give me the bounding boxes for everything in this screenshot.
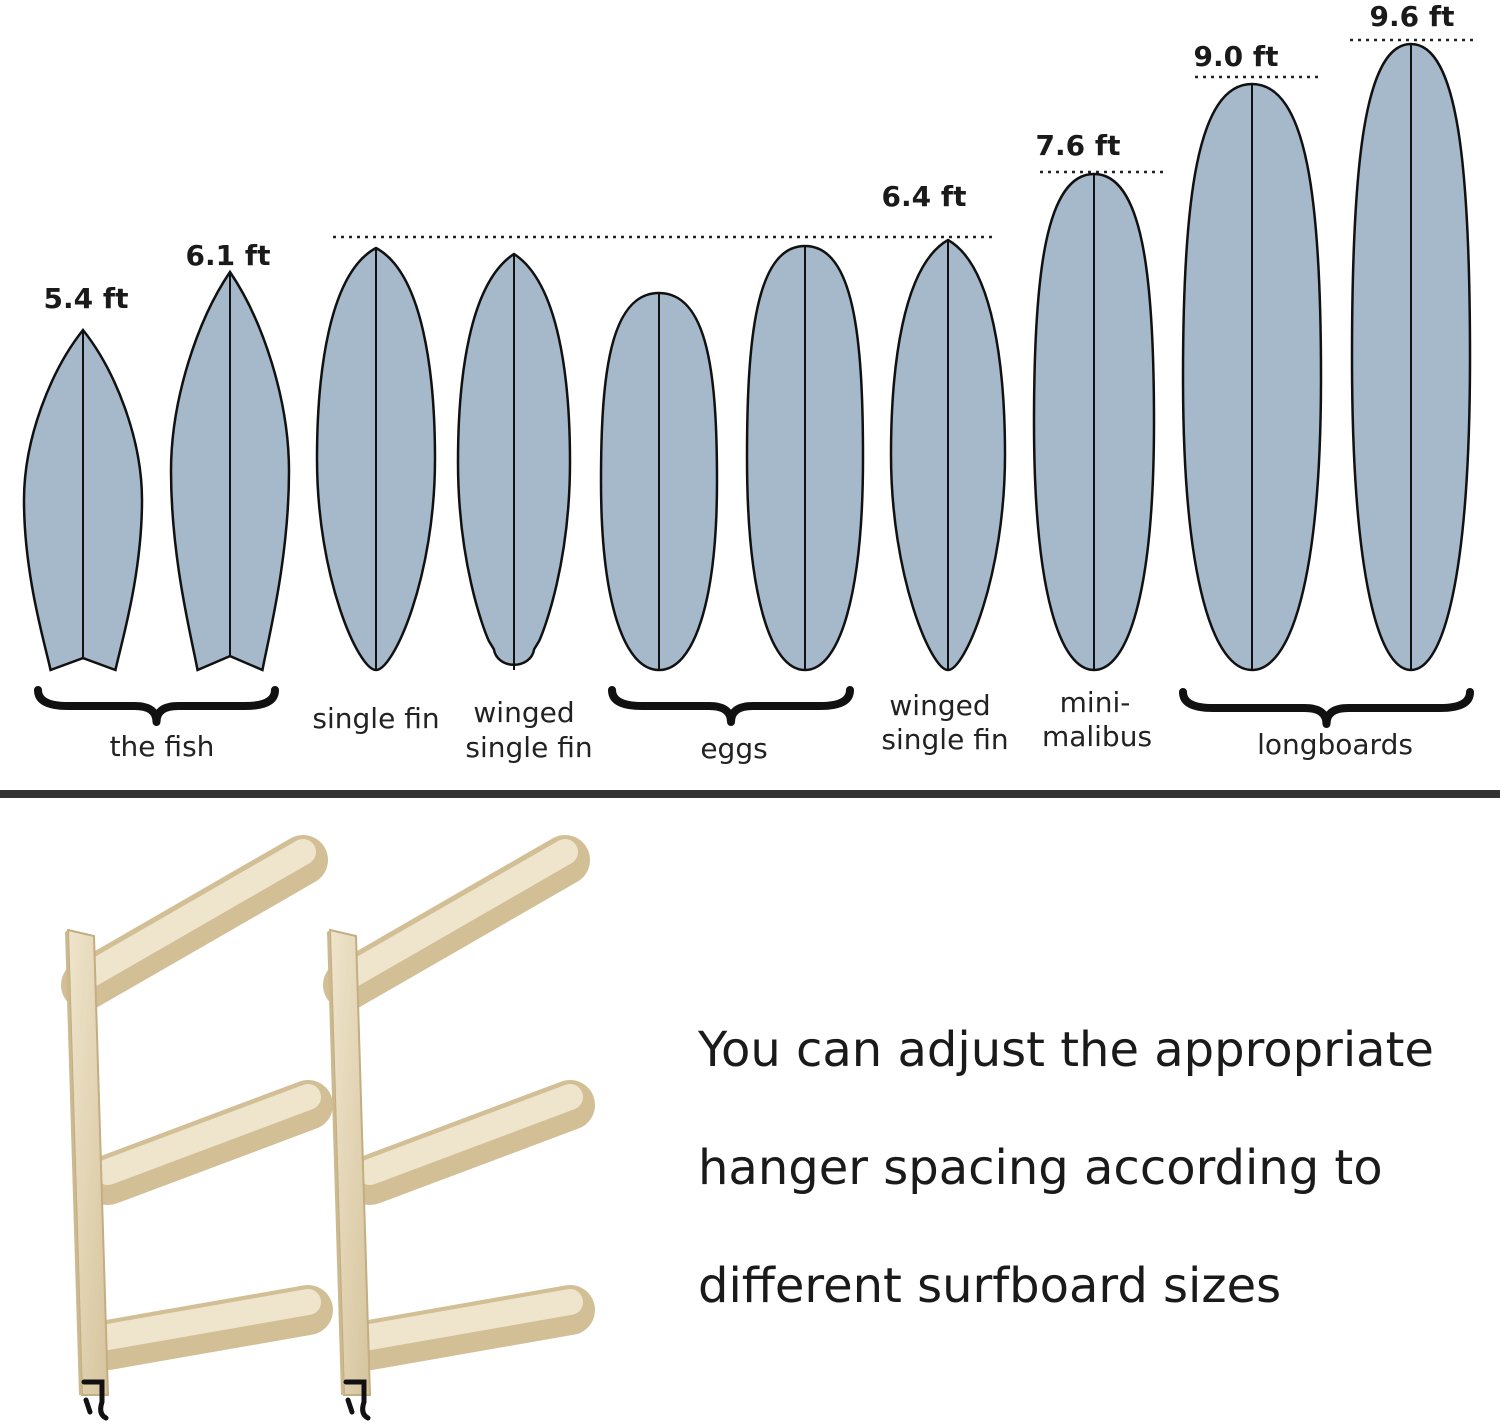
category-label: winged — [889, 689, 990, 722]
category-label: winged — [473, 696, 574, 729]
surfboard-round — [1181, 82, 1323, 672]
caption-line-3: different surfboard sizes — [698, 1258, 1282, 1314]
category-label: mini- — [1060, 686, 1131, 719]
size-label: 9.0 ft — [1194, 40, 1279, 73]
curly-brace — [608, 686, 854, 726]
surfboard-pin — [889, 238, 1007, 672]
rack-arm-highlight — [95, 1289, 321, 1350]
category-label: single fin — [465, 731, 592, 764]
category-label: longboards — [1257, 728, 1413, 761]
rack-arm-highlight — [95, 1084, 321, 1185]
wooden-surfboard-wall-rack — [61, 835, 333, 1421]
curly-brace — [34, 686, 279, 726]
wooden-surfboard-wall-rack — [323, 835, 595, 1421]
height-guide-lines — [333, 38, 1475, 239]
size-label: 9.6 ft — [1370, 0, 1455, 33]
category-label: malibus — [1042, 720, 1152, 753]
caption-line-1: You can adjust the appropriate — [698, 1022, 1434, 1078]
section-divider — [0, 790, 1500, 798]
category-label: single fin — [312, 702, 439, 735]
surfboard-pin — [315, 246, 437, 672]
category-label: eggs — [700, 732, 767, 765]
rack-post-edge — [65, 930, 82, 1395]
rack-arm-highlight — [357, 1084, 583, 1185]
wall-hook-icon — [81, 1379, 109, 1421]
rack-illustrations — [61, 835, 595, 1421]
rack-post — [66, 928, 110, 1396]
rack-post — [328, 928, 372, 1396]
size-label: 5.4 ft — [44, 282, 129, 315]
wall-hook-icon — [343, 1379, 371, 1421]
rack-post-edge — [327, 930, 344, 1395]
size-label: 7.6 ft — [1036, 129, 1121, 162]
size-label: 6.1 ft — [186, 239, 271, 272]
category-label: the fish — [110, 730, 215, 763]
surfboard-fish — [22, 327, 144, 672]
surfboard-egg — [745, 244, 865, 672]
surfboard-winged — [456, 252, 572, 670]
category-braces — [34, 686, 1474, 728]
curly-brace — [1179, 688, 1474, 728]
caption-line-2: hanger spacing according to — [698, 1140, 1383, 1196]
surfboard-fish — [169, 269, 291, 672]
rack-arm-highlight — [73, 839, 316, 990]
size-label: 6.4 ft — [882, 180, 967, 213]
surfboard-round — [1350, 42, 1472, 672]
rack-arm-highlight — [357, 1289, 583, 1350]
rack-arm-highlight — [335, 839, 578, 990]
surfboard-row: 5.4 ft 6.1 ft 6.4 ft 7.6 ft 9.0 ft 9.6 ft — [22, 0, 1472, 672]
surfboard-egg — [599, 291, 719, 672]
surfboard-round — [1032, 172, 1156, 672]
category-label: single fin — [881, 723, 1008, 756]
